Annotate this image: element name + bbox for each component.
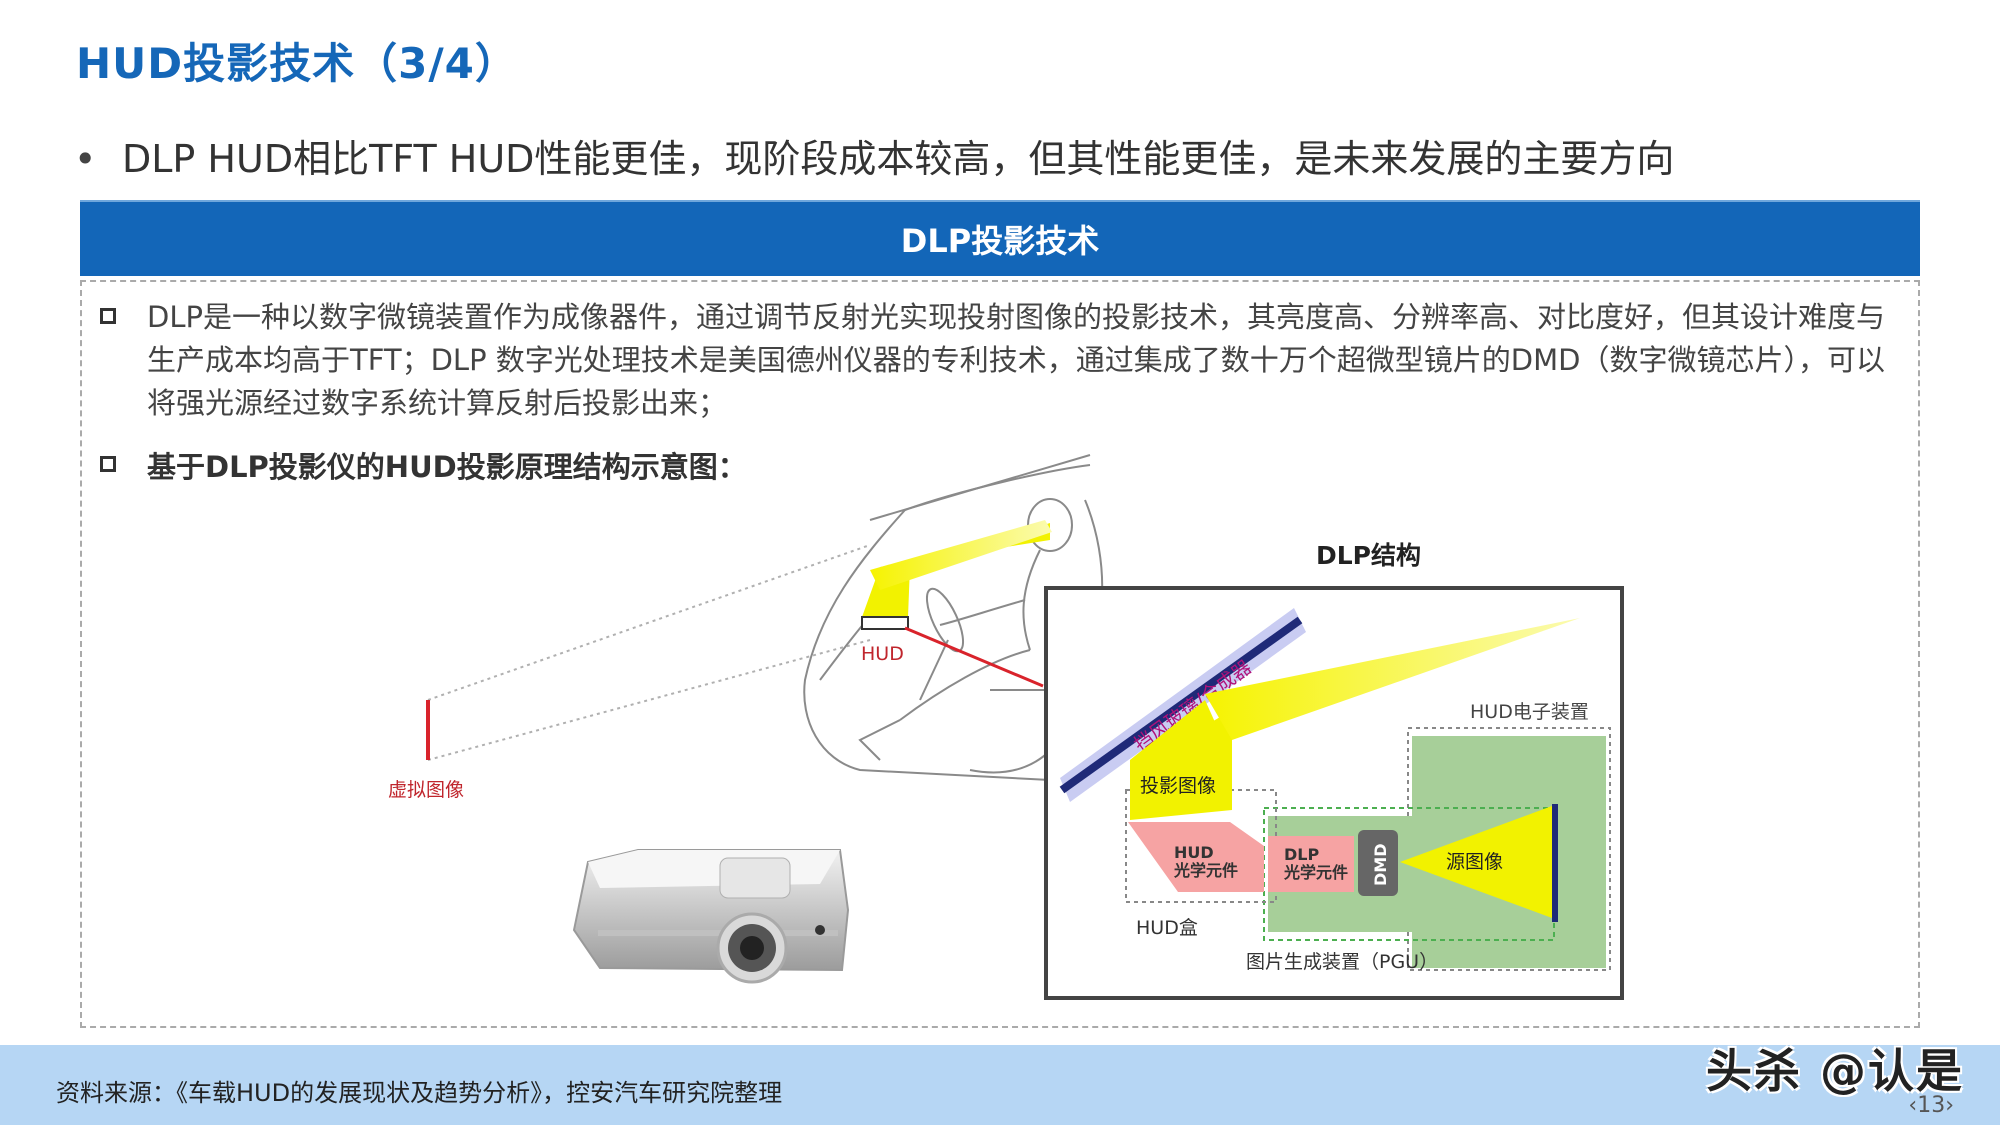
car-hud-unit	[861, 616, 909, 630]
source-image-beam	[1400, 806, 1552, 918]
checkbox-bullet-icon	[100, 456, 116, 472]
summary-bullet: • DLP HUD相比TFT HUD性能更佳，现阶段成本较高，但其性能更佳，是未来…	[74, 128, 1674, 183]
content-panel	[80, 280, 1920, 1028]
hud-electronics-area	[1407, 727, 1611, 971]
hud-optics	[1128, 822, 1264, 892]
projector-illustration	[572, 849, 850, 984]
hud-optics-label-1: HUD	[1174, 843, 1214, 862]
page-number: ‹13›	[1908, 1093, 1954, 1118]
pgu-label: 图片生成装置（PGU）	[1246, 951, 1438, 973]
watermark-text: 头杀 @认是	[1705, 1044, 1964, 1098]
summary-text: DLP HUD相比TFT HUD性能更佳，现阶段成本较高，但其性能更佳，是未来发…	[122, 137, 1675, 181]
source-note: 资料来源：《车载HUD的发展现状及趋势分析》，控安汽车研究院整理	[56, 1079, 783, 1107]
dlp-optics-label-2: 光学元件	[1283, 863, 1348, 882]
hud-electronics-label: HUD电子装置	[1470, 701, 1589, 723]
paragraph-text: DLP是一种以数字微镜装置作为成像器件，通过调节反射光实现投射图像的投影技术，其…	[147, 300, 1885, 420]
checkbox-bullet-icon	[100, 308, 116, 324]
hud-box-label: HUD盒	[1136, 917, 1198, 939]
dmd-label: DMD	[1371, 844, 1390, 886]
panel-header: DLP投影技术	[80, 200, 1920, 276]
virtual-image-label: 虚拟图像	[388, 779, 464, 801]
car-hud-label: HUD	[861, 643, 904, 665]
source-image-label: 源图像	[1446, 851, 1503, 873]
virtual-image-projection	[426, 544, 871, 761]
footer-bar: 资料来源：《车载HUD的发展现状及趋势分析》，控安汽车研究院整理 ‹13›	[0, 1045, 2000, 1125]
projected-image-label: 投影图像	[1140, 775, 1216, 797]
dlp-optics-label-1: DLP	[1284, 845, 1319, 864]
diagram-subheading: 基于DLP投影仪的HUD投影原理结构示意图：	[100, 444, 747, 486]
page-title: HUD投影技术（3/4）	[76, 39, 518, 88]
dmd-chip	[1358, 830, 1398, 896]
dlp-optics	[1268, 836, 1354, 892]
source-image-screen	[1552, 804, 1558, 922]
description-paragraph: DLP是一种以数字微镜装置作为成像器件，通过调节反射光实现投射图像的投影技术，其…	[100, 296, 1900, 425]
windshield	[1059, 608, 1306, 802]
hud-pointer-line	[904, 626, 1044, 688]
subheading-text: 基于DLP投影仪的HUD投影原理结构示意图：	[147, 450, 747, 484]
dlp-structure-title: DLP结构	[1316, 541, 1421, 570]
bullet-dot: •	[74, 137, 97, 181]
hud-optics-label-2: 光学元件	[1173, 861, 1238, 880]
